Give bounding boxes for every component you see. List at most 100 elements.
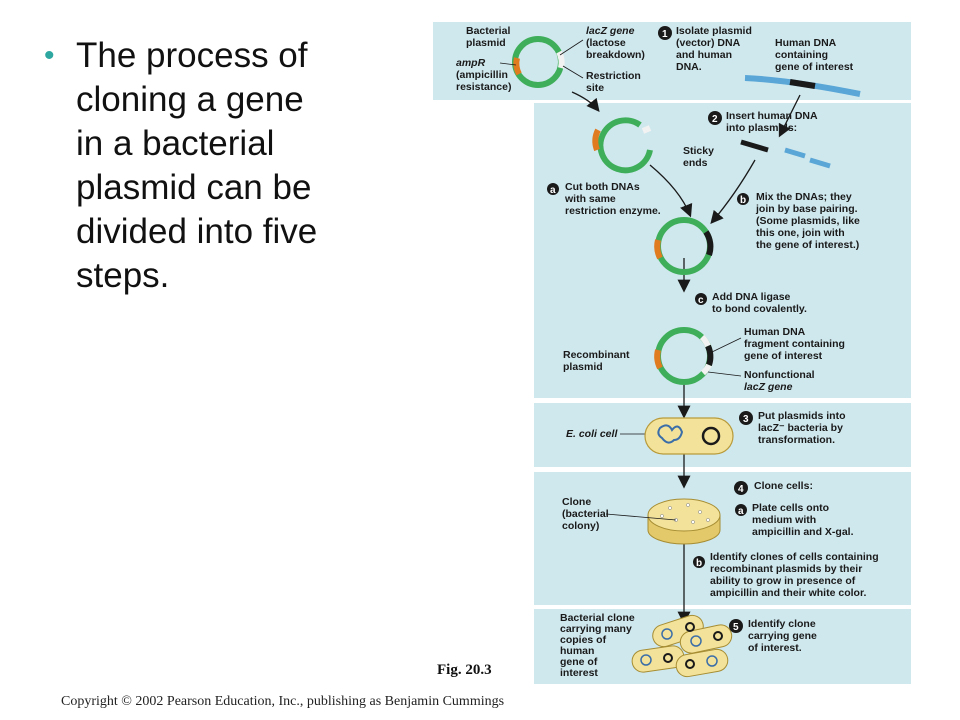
human-dna-fragment xyxy=(740,139,769,153)
bullet-line: The process of xyxy=(76,36,308,75)
chromosome xyxy=(640,654,652,666)
chromosome xyxy=(690,635,702,647)
colony xyxy=(691,520,695,524)
human-dna-piece xyxy=(809,157,831,169)
substep-a-letter: a xyxy=(738,506,744,517)
flow-arrow xyxy=(649,164,693,218)
petri-dish-top xyxy=(647,498,721,532)
leader-line xyxy=(707,371,742,377)
bullet-text: The process of cloning a gene in a bacte… xyxy=(76,34,396,298)
plasmid-in-cell xyxy=(701,426,721,446)
plasmid-copy xyxy=(685,622,695,632)
lacz-gene-segment xyxy=(700,363,712,376)
amp-gene-segment xyxy=(592,128,601,152)
gene-of-interest-segment xyxy=(789,79,816,89)
human-dna-insert xyxy=(703,230,714,256)
lacz-gene-segment xyxy=(556,50,565,69)
substep-a-marker xyxy=(735,504,747,516)
plasmid-copy xyxy=(713,631,723,641)
ecoli-cell-label: E. coli cell xyxy=(566,428,618,440)
substep-c-letter: c xyxy=(698,295,704,306)
step-1-marker xyxy=(658,26,672,40)
panel-4 xyxy=(534,472,911,605)
substep-a-letter: a xyxy=(550,185,556,196)
bullet-line: plasmid can be xyxy=(76,168,312,207)
colony xyxy=(668,506,672,510)
leader-line xyxy=(711,337,742,353)
ecoli-cell xyxy=(644,417,734,455)
cut-plasmid xyxy=(592,117,653,174)
leader-line xyxy=(605,513,677,521)
human-dna-piece xyxy=(784,147,806,159)
amp-gene-segment xyxy=(654,239,663,260)
step-5-number: 5 xyxy=(733,622,739,633)
flow-arrow xyxy=(571,91,600,113)
step-4-marker xyxy=(734,481,748,495)
figure-caption: Fig. 20.3 xyxy=(437,662,492,678)
human-dna-insert xyxy=(705,344,714,366)
substep-b-letter: b xyxy=(696,558,702,569)
lacz-gene-segment xyxy=(699,334,711,348)
leader-line xyxy=(562,65,584,79)
substep-b-marker xyxy=(693,556,705,568)
leader-line xyxy=(559,39,584,56)
step-4-number: 4 xyxy=(738,484,744,495)
step-3-number: 3 xyxy=(743,414,749,425)
copyright-notice: Copyright © 2002 Pearson Education, Inc.… xyxy=(61,694,505,709)
colony xyxy=(698,510,702,514)
bullet-line: steps. xyxy=(76,256,170,295)
colony xyxy=(660,514,664,518)
substep-b-marker xyxy=(737,193,749,205)
panel-2 xyxy=(534,103,911,398)
plasmid-copy xyxy=(685,659,695,669)
joined-plasmid xyxy=(654,217,714,275)
leader-line xyxy=(499,62,517,66)
sticky-end xyxy=(641,125,652,134)
recombinant-plasmid xyxy=(654,327,714,385)
bullet-line: in a bacterial xyxy=(76,124,275,163)
bullet-line: cloning a gene xyxy=(76,80,304,119)
substep-c-marker xyxy=(695,293,707,305)
step-2-number: 2 xyxy=(712,114,718,125)
flow-arrow xyxy=(710,159,756,224)
step-1-number: 1 xyxy=(662,29,668,40)
colony xyxy=(706,518,710,522)
step-4-text: Clone cells: xyxy=(754,480,813,492)
bacterial-chromosome xyxy=(657,424,684,444)
bullet-dot: • xyxy=(44,39,55,72)
bacterial-clone-cells xyxy=(631,614,733,678)
chromosome xyxy=(706,655,718,667)
substep-a-marker xyxy=(547,183,559,195)
colony xyxy=(686,503,690,507)
step-5-marker xyxy=(729,619,743,633)
step-3-marker xyxy=(739,411,753,425)
bacterial-plasmid-diagram xyxy=(512,36,565,88)
cut-plasmid-ring xyxy=(597,117,653,174)
plasmid-copy xyxy=(663,653,673,663)
chromosome xyxy=(661,628,673,640)
bullet-line: divided into five xyxy=(76,212,318,251)
amp-gene-segment xyxy=(654,349,663,370)
substep-b-letter: b xyxy=(740,195,746,206)
flow-arrow xyxy=(778,94,801,138)
